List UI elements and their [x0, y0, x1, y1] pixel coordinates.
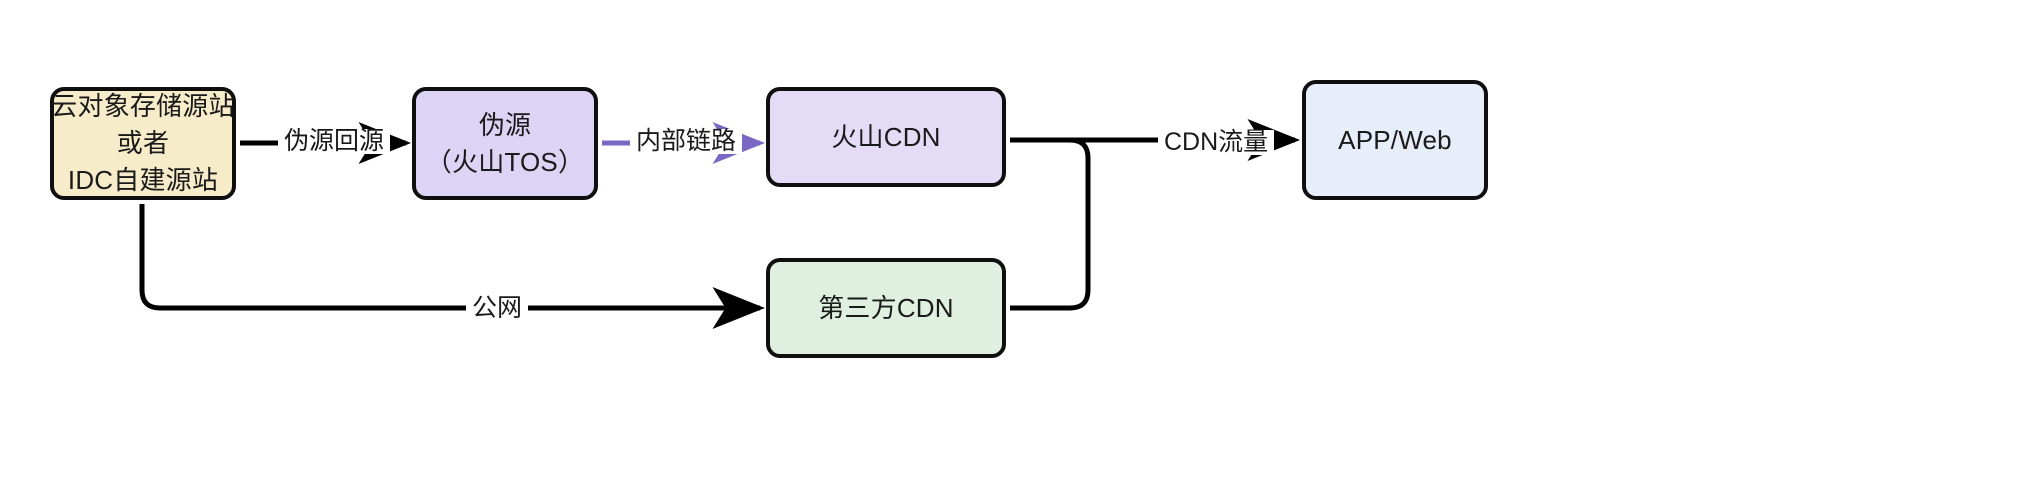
edge-label-cdn-traffic: CDN流量: [1158, 130, 1275, 155]
node-app-web-label: APP/Web: [1338, 124, 1452, 155]
edge-public-network: [139, 204, 765, 329]
node-pseudo-origin-line-1: 伪源: [478, 109, 532, 140]
node-thirdparty-cdn-label: 第三方CDN: [818, 292, 954, 323]
node-pseudo-origin[interactable]: 伪源 （火山TOS）: [412, 87, 598, 200]
node-origin[interactable]: 云对象存储源站 或者 IDC自建源站: [50, 87, 236, 200]
edge-label-pseudo-backhaul: 伪源回源: [278, 129, 391, 154]
edge-label-public-network: 公网: [466, 296, 529, 321]
node-origin-line-2: 或者: [116, 128, 170, 159]
node-volcano-cdn-label: 火山CDN: [831, 121, 941, 152]
node-origin-line-1: 云对象存储源站: [51, 91, 235, 122]
edge-thirdparty-to-junction: [1010, 137, 1091, 311]
node-origin-line-3: IDC自建源站: [67, 164, 219, 195]
edge-label-internal-link: 内部链路: [630, 129, 743, 154]
node-app-web[interactable]: APP/Web: [1302, 80, 1488, 200]
node-pseudo-origin-line-2: （火山TOS）: [425, 146, 585, 177]
node-thirdparty-cdn[interactable]: 第三方CDN: [766, 258, 1006, 358]
node-volcano-cdn[interactable]: 火山CDN: [766, 87, 1006, 187]
